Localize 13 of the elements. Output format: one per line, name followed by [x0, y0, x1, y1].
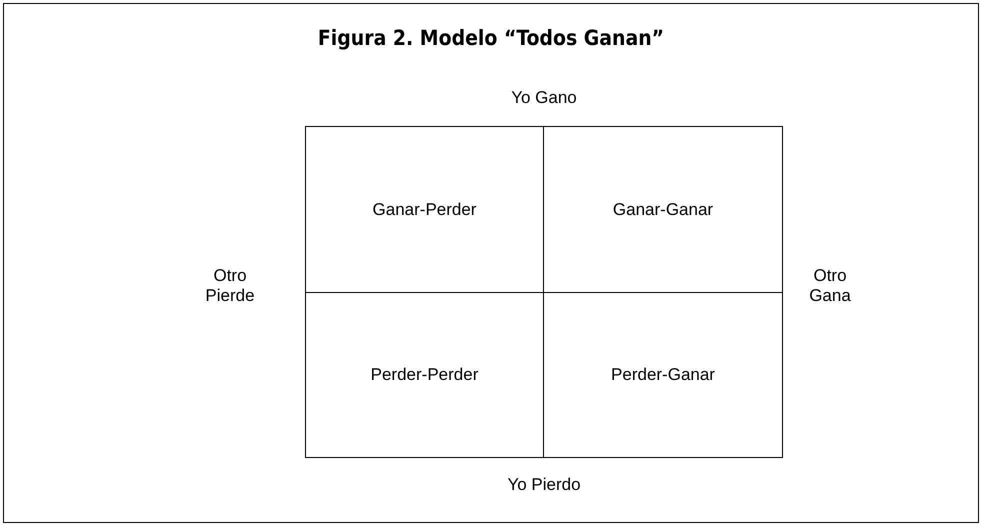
quadrant-label: Ganar-Perder [372, 200, 476, 220]
quadrant-cell [543, 292, 783, 458]
quadrant-cell [305, 126, 544, 293]
quadrant-cell [543, 126, 783, 293]
quadrant-label: Perder-Perder [370, 365, 478, 385]
axis-label: Otro Pierde [204, 266, 256, 306]
quadrant-label: Ganar-Ganar [612, 200, 714, 220]
axis-label: Otro Gana [808, 266, 852, 306]
axis-label: Yo Pierdo [506, 475, 582, 495]
axis-label: Yo Gano [510, 88, 578, 108]
quadrant-cell [305, 292, 544, 458]
quadrant-label: Perder-Ganar [611, 365, 715, 385]
figure-title: Figura 2. Modelo “Todos Ganan” [316, 26, 666, 50]
